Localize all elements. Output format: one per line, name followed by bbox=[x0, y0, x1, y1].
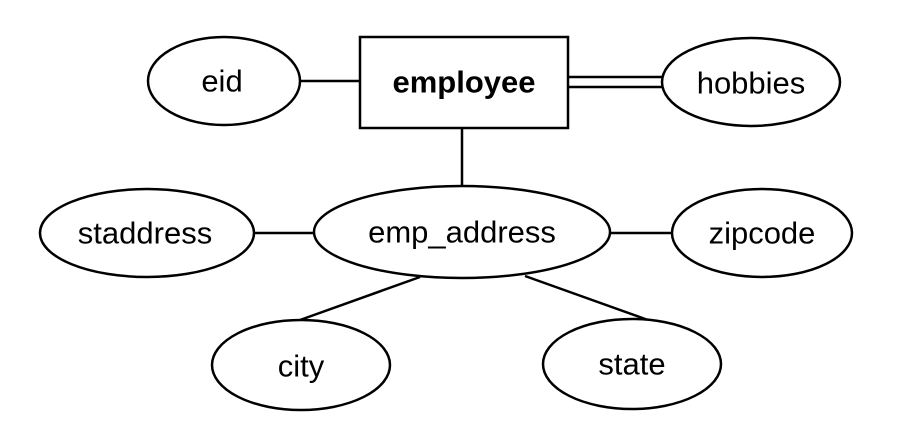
emp-address-attribute-label: emp_address bbox=[368, 215, 556, 250]
employee-entity-label: employee bbox=[392, 65, 535, 100]
eid-attribute-label: eid bbox=[201, 64, 242, 99]
city-attribute-label: city bbox=[278, 349, 325, 384]
staddress-attribute[interactable]: staddress bbox=[38, 187, 256, 279]
employee-entity-box bbox=[358, 35, 570, 130]
state-connector bbox=[524, 274, 649, 322]
emp-address-attribute-ellipse bbox=[312, 184, 612, 280]
zipcode-attribute[interactable]: zipcode bbox=[670, 187, 854, 279]
city-connector bbox=[299, 275, 421, 322]
state-attribute[interactable]: state bbox=[541, 317, 723, 411]
zipcode-attribute-ellipse bbox=[670, 187, 854, 279]
eid-attribute[interactable]: eid bbox=[146, 35, 302, 127]
city-attribute[interactable]: city bbox=[210, 318, 392, 412]
staddress-attribute-ellipse bbox=[38, 187, 256, 279]
emp-address-attribute[interactable]: emp_address bbox=[312, 184, 612, 280]
staddress-attribute-label: staddress bbox=[78, 216, 212, 251]
state-attribute-ellipse bbox=[541, 317, 723, 411]
employee-entity[interactable]: employee bbox=[358, 35, 570, 130]
city-attribute-ellipse bbox=[210, 318, 392, 412]
state-attribute-label: state bbox=[598, 347, 665, 382]
hobbies-attribute-label: hobbies bbox=[697, 66, 806, 101]
zipcode-attribute-label: zipcode bbox=[709, 216, 816, 251]
hobbies-attribute[interactable]: hobbies bbox=[660, 36, 842, 128]
hobbies-attribute-ellipse bbox=[660, 36, 842, 128]
eid-attribute-ellipse bbox=[146, 35, 302, 127]
